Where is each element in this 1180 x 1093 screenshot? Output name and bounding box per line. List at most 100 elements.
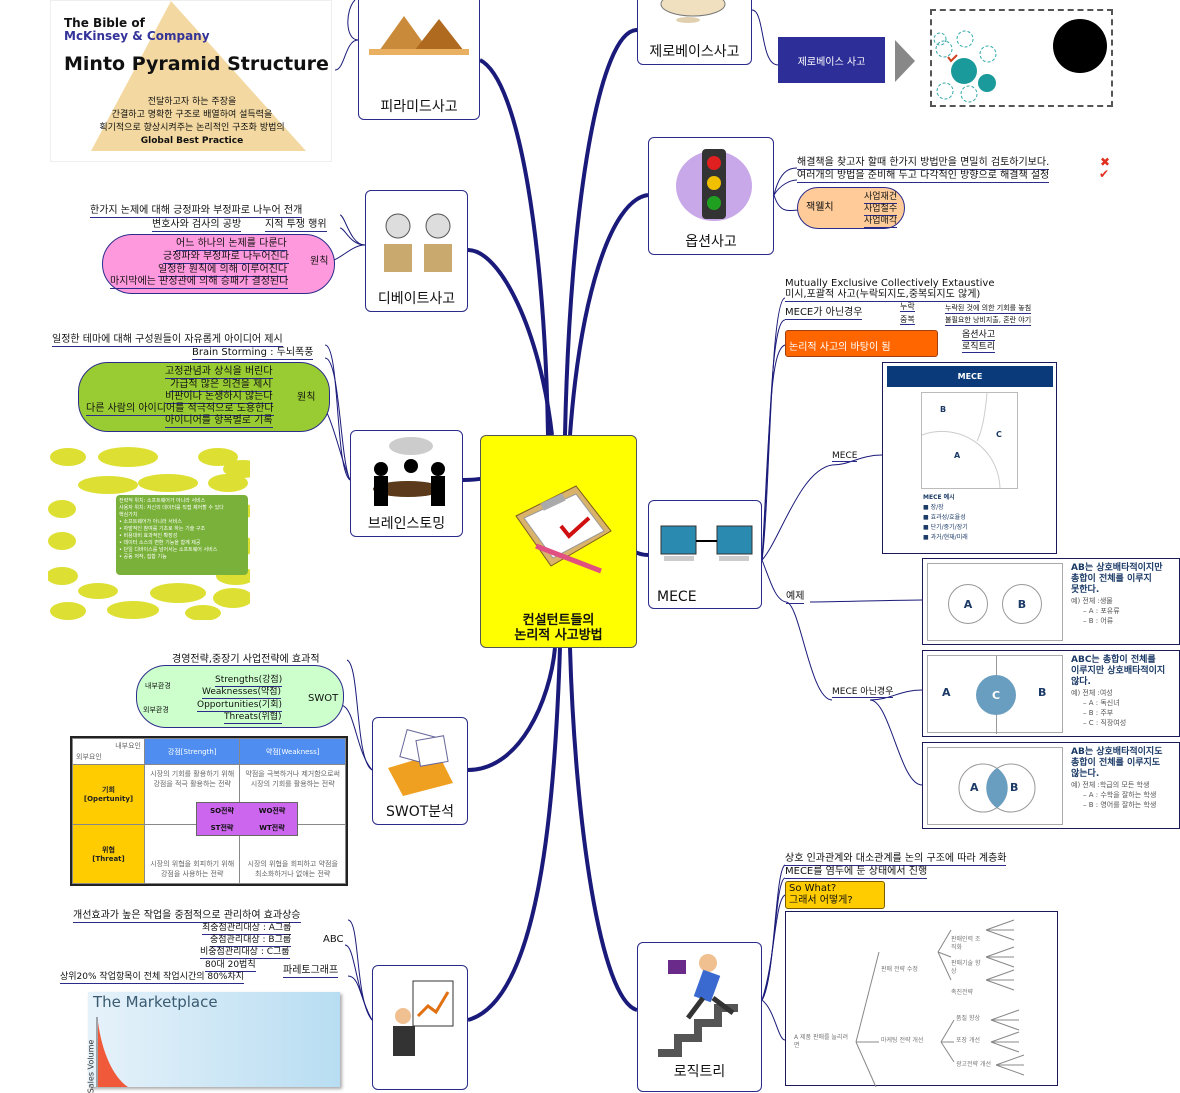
image-text: 전략적 위치: 소프트웨어가 아니라 서비스 xyxy=(119,498,206,504)
central-title-line1: 컨설턴트들의 xyxy=(522,613,595,628)
example-line: 예) 전체 :여성 xyxy=(1071,689,1113,697)
topic-debate[interactable]: 디베이트사고 xyxy=(365,190,468,312)
pyramid-desc: 전달하고자 하는 주장을 xyxy=(147,97,237,107)
topic-pyramid[interactable]: 피라미드사고 xyxy=(358,0,480,120)
topic-swot[interactable]: SWOT분석 xyxy=(372,717,468,825)
logictree-definition: 상호 인과관계와 대소관계를 논의 구조에 따라 계층화 xyxy=(785,853,1007,866)
pyramid-desc: 획기적으로 향상시켜주는 논리적인 구조화 방법의 xyxy=(99,123,285,133)
pareto-group: 최중점관리대상 : A그룹 xyxy=(202,923,292,935)
swot-internal: 내부환경 xyxy=(145,682,171,690)
topic-brainstorm[interactable]: 브레인스토밍 xyxy=(350,430,463,537)
circle-b: B xyxy=(1002,584,1042,624)
option-good-approach: 여러개의 방법을 준비해 두고 다각적인 방향으로 해결책 설정 xyxy=(797,170,1050,183)
region-c: C xyxy=(996,430,1002,439)
image-text: • 단일 디바이스를 넘어서는 소프트웨어 서비스 xyxy=(119,547,218,553)
swot-item: Strengths(강점) xyxy=(215,675,283,687)
zerobase-box: 제로베이스 사고 xyxy=(778,37,885,83)
pyramids-icon xyxy=(369,16,469,55)
topic-pareto[interactable] xyxy=(372,965,468,1090)
example-line: – A : 독신녀 xyxy=(1083,699,1120,707)
image-text: 핵심가치 xyxy=(119,512,138,518)
mece-example-label: 예제 xyxy=(786,591,805,604)
mece-description: 미시,포괄적 사고(누락되지도,중복되지도 않게) xyxy=(785,289,981,302)
brainstorm-rules-cloud xyxy=(78,362,330,432)
topic-label: MECE xyxy=(657,589,697,605)
tree-leaf: 포장 개선 xyxy=(956,1037,980,1044)
debate-rule: 마지막에는 판정관에 의해 승패가 결정된다 xyxy=(110,276,289,289)
circle-c: C xyxy=(976,675,1016,715)
example-heading: AB는 상호배타적이지도 xyxy=(1071,747,1163,757)
so-what-line: 그래서 어떻게? xyxy=(789,895,853,906)
row-opportunity: [Opertunity] xyxy=(83,795,134,804)
row-threat: [Threat] xyxy=(92,854,125,863)
example-heading: 총합이 전체를 이루지도 xyxy=(1071,758,1161,768)
pyramid-title: Minto Pyramid Structure xyxy=(64,53,329,75)
example-heading: 이루지만 상호배타적이지 xyxy=(1071,666,1166,676)
tree-leaf: 품질 향상 xyxy=(956,1015,980,1022)
circle-a: A xyxy=(948,584,988,624)
mece-omit-desc: 누락된 것에 의한 기회를 놓침 xyxy=(945,304,1032,314)
corner-top: 내부요인 xyxy=(115,742,141,750)
tree-branch: 판매 전략 수정 xyxy=(881,966,918,973)
region-a: A xyxy=(954,451,961,460)
mece-not-label: MECE 아닌경우 xyxy=(832,687,894,698)
mece-omit: 누락 xyxy=(900,302,915,312)
debate-example: 변호사와 검사의 공방 xyxy=(152,219,242,232)
swot-cloud xyxy=(136,665,344,728)
example-line: 예) 전체 :학급의 모든 학생 xyxy=(1071,781,1150,789)
branch-pareto xyxy=(467,647,562,1022)
brainstorm-rule: 다른 사람의 아이디어를 적극적으로 도용한다 xyxy=(86,403,274,416)
image-text: • 공동 저작, 집합 기능 xyxy=(119,554,167,560)
mece-example-item: 효과성/효율성 xyxy=(930,514,966,521)
mece-basis-item: 로직트리 xyxy=(962,342,996,353)
topic-option[interactable]: 옵션사고 xyxy=(648,137,774,255)
x-mark-icon: ✖ xyxy=(1100,155,1111,169)
pyramid-line2: McKinsey & Company xyxy=(64,29,210,43)
debate-rule: 일정한 원칙에 의해 이루어진다 xyxy=(158,264,288,277)
debate-rule: 어느 하나의 논제를 다룬다 xyxy=(176,238,287,251)
so-what-box: So What?그래서 어떻게? xyxy=(785,881,885,909)
logictree-mece: MECE를 염두에 둔 상태에서 진행 xyxy=(785,866,928,879)
swot-item: Threats(위협) xyxy=(224,712,282,724)
pareto-group: 중점관리대상 : B그룹 xyxy=(210,935,292,947)
example-heading: 않다. xyxy=(1071,677,1091,687)
mece-example-item: 단기/중기/장기 xyxy=(930,524,968,531)
swot-item: Weaknesses(약점) xyxy=(202,687,282,699)
pareto-rule-desc: 상위20% 작업항목이 전체 작업시간의 80%차지 xyxy=(60,972,244,984)
topic-mece[interactable]: MECE xyxy=(648,500,762,609)
debate-principle: 원칙 xyxy=(310,256,329,267)
clipboard-icon xyxy=(515,485,612,574)
example-heading: 못한다. xyxy=(1071,585,1100,595)
tree-branch: 마케팅 전략 개선 xyxy=(881,1037,924,1044)
topic-zerobase[interactable]: 제로베이스사고 xyxy=(637,0,752,65)
swot-external: 외부환경 xyxy=(143,706,169,714)
pyramid-desc: 간결하고 명확한 구조로 배열하여 설득력을 xyxy=(111,110,273,120)
topic-label: 제로베이스사고 xyxy=(649,44,740,60)
topic-label: 로직트리 xyxy=(673,1064,726,1080)
branch-swot xyxy=(467,647,557,772)
topic-label: 피라미드사고 xyxy=(380,99,458,115)
pareto-definition: 개선효과가 높은 작업을 중점적으로 관리하여 효과상승 xyxy=(73,910,301,923)
meeting-icon xyxy=(373,437,445,506)
brainstorm-rule: 아이디어를 항목별로 기록 xyxy=(165,415,273,428)
marketplace-title: The Marketplace xyxy=(93,993,218,1011)
col-strength: 강점[Strength] xyxy=(143,738,241,765)
brainstorm-rule: 가급적 많은 의견을 제시 xyxy=(170,379,272,392)
topic-logictree[interactable]: 로직트리 xyxy=(637,942,762,1092)
branch-debate xyxy=(467,248,554,436)
topic-label: 디베이트사고 xyxy=(377,291,456,307)
central-title-line2: 논리적 사고방법 xyxy=(514,628,603,643)
image-text: • 비용대비 효과적인 확장성 xyxy=(119,533,178,539)
example-heading: 않는다. xyxy=(1071,769,1100,779)
example-line: – B : 주부 xyxy=(1083,709,1114,717)
swot-name: SWOT xyxy=(308,693,339,704)
corner-bottom: 외부요인 xyxy=(76,753,102,761)
mece-dup: 중복 xyxy=(900,315,915,325)
option-bad-approach: 해결책을 찾고자 할때 한가지 방법만을 면밀히 검토하기보다. xyxy=(797,157,1050,170)
example-line: – A : 수학을 잘하는 학생 xyxy=(1083,791,1157,799)
option-choice: 사업매각 xyxy=(864,216,898,228)
